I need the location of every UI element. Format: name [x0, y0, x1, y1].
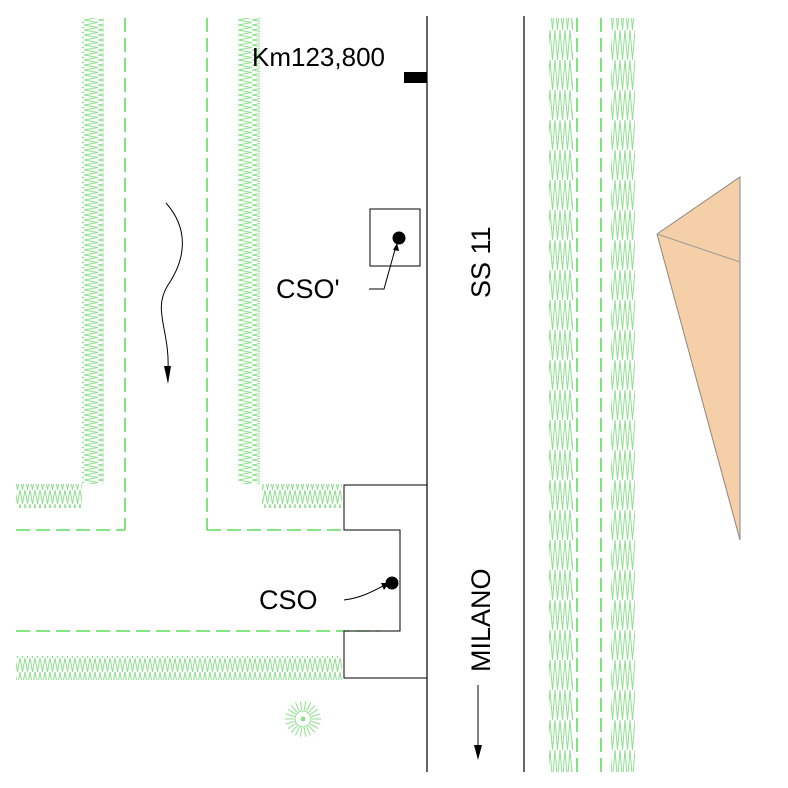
building: [656, 176, 741, 541]
filled-dot-icon: [385, 576, 399, 590]
culvert-outline: [343, 484, 427, 679]
cso-point: CSO: [259, 576, 399, 615]
wavy-arrow-down-icon: [160, 202, 183, 384]
km-marker: Km123,800: [252, 42, 427, 83]
road-name-label: SS 11: [466, 226, 496, 298]
filled-dot-icon: [392, 231, 406, 245]
road-ss11: [426, 16, 525, 772]
cso-prime-label: CSO': [276, 274, 340, 304]
km-marker-block: [404, 72, 427, 83]
cso-label: CSO: [259, 585, 318, 615]
tree-symbol-icon: [285, 701, 321, 737]
vegetation-strip-upper-right: [262, 484, 342, 508]
cso-prime-box: [369, 208, 421, 267]
vegetation-strip-upper-left: [16, 484, 82, 508]
vegetation-strip-r2: [611, 18, 635, 772]
vegetation-strip-r1: [549, 18, 573, 772]
arrow-down-icon: [474, 685, 482, 760]
vegetation-strip-left: [82, 18, 104, 484]
cso-prime-leader: [369, 245, 397, 290]
direction-label: MILANO: [466, 568, 496, 672]
canal-vertical: [82, 18, 260, 530]
canal-horizontal: [16, 484, 380, 680]
roadside-vegetation-right: [549, 18, 635, 772]
vegetation-strip-lower: [16, 656, 342, 680]
cso-prime-point: CSO': [276, 208, 421, 304]
km-marker-label: Km123,800: [252, 42, 385, 72]
vegetation-strip-inner: [238, 18, 260, 484]
cso-leader: [343, 584, 386, 601]
